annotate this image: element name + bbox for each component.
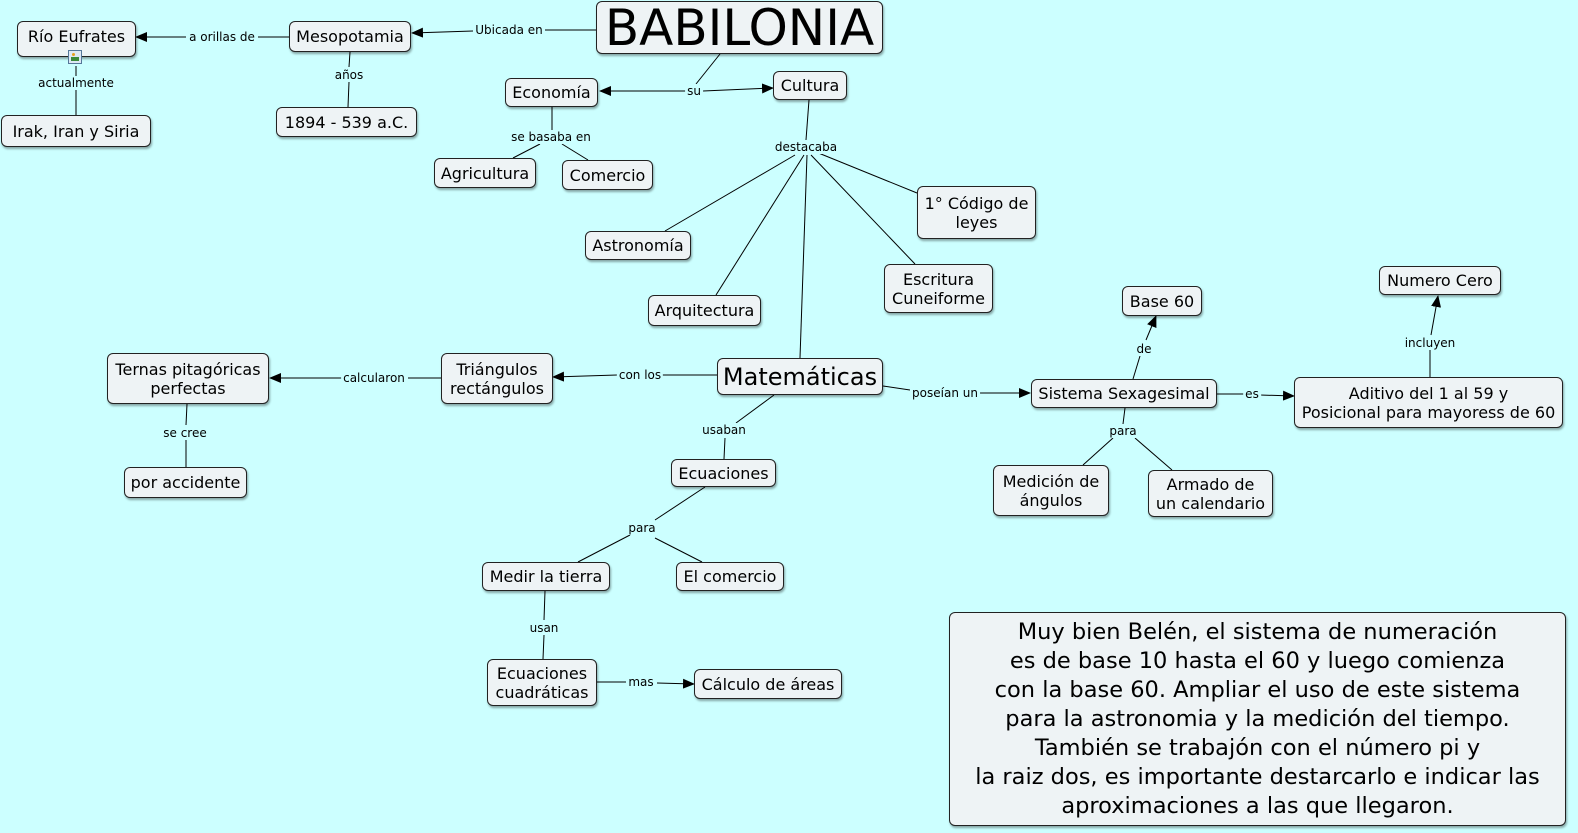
link-label-anos: años xyxy=(332,68,366,82)
node-irak-iran-siria[interactable]: Irak, Iran y Siria xyxy=(1,115,151,147)
node-medicion-angulos[interactable]: Medición de ángulos xyxy=(993,465,1109,516)
arrow-to-aditivo xyxy=(1259,390,1295,401)
link-label-destacaba: destacaba xyxy=(772,140,840,154)
link-para-elcomercio xyxy=(654,537,703,563)
link-medir-usan xyxy=(543,590,546,621)
link-basaba-agricultura xyxy=(512,143,541,159)
image-attachment-icon[interactable] xyxy=(68,50,82,64)
node-ecuaciones[interactable]: Ecuaciones xyxy=(671,459,776,487)
node-rio-eufrates-label: Río Eufrates xyxy=(27,26,126,46)
node-comercio[interactable]: Comercio xyxy=(562,160,653,190)
node-base-60[interactable]: Base 60 xyxy=(1122,286,1202,316)
node-triangulos-rectangulos[interactable]: Triángulos rectángulos xyxy=(441,353,553,404)
link-label-es: es xyxy=(1243,387,1261,401)
node-arquitectura[interactable]: Arquitectura xyxy=(648,295,761,326)
link-label-ubicada-en: Ubicada en xyxy=(473,23,545,37)
link-anos-valor xyxy=(347,81,350,108)
teacher-note[interactable]: Muy bien Belén, el sistema de numeración… xyxy=(949,612,1566,826)
link-para-medir xyxy=(577,534,631,563)
node-agricultura[interactable]: Agricultura xyxy=(434,158,536,188)
node-calculo-de-areas[interactable]: Cálculo de áreas xyxy=(694,669,842,699)
link-destacaba-codigo xyxy=(815,151,918,194)
link-destacaba-escritura xyxy=(810,154,916,265)
link-label-su: su xyxy=(685,84,703,98)
node-aditivo-posicional[interactable]: Aditivo del 1 al 59 y Posicional para ma… xyxy=(1294,377,1563,428)
link-label-se-basaba-en: se basaba en xyxy=(509,130,593,144)
node-ternas-pitagoricas[interactable]: Ternas pitagóricas perfectas xyxy=(107,353,269,404)
link-label-con-los: con los xyxy=(616,368,664,382)
link-destacaba-arquitectura xyxy=(715,154,805,296)
node-armado-calendario[interactable]: Armado de un calendario xyxy=(1148,470,1273,517)
node-por-accidente[interactable]: por accidente xyxy=(124,467,247,498)
link-label-de: de xyxy=(1134,342,1154,356)
node-escritura-cuneiforme[interactable]: Escritura Cuneiforme xyxy=(884,264,993,313)
node-numero-cero[interactable]: Numero Cero xyxy=(1379,266,1501,295)
link-sistema-de xyxy=(1132,355,1141,380)
link-label-para-ecuaciones: para xyxy=(626,521,658,535)
node-economia[interactable]: Economía xyxy=(505,78,598,107)
link-mesopotamia-anos xyxy=(348,51,351,68)
link-cultura-destacaba xyxy=(805,99,810,141)
node-mesopotamia[interactable]: Mesopotamia xyxy=(289,21,411,52)
link-label-usan: usan xyxy=(527,621,561,635)
node-medir-la-tierra[interactable]: Medir la tierra xyxy=(482,562,610,591)
link-label-a-orillas-de: a orillas de xyxy=(187,30,257,44)
link-label-poseian-un: poseían un xyxy=(910,386,980,400)
link-label-usaban: usaban xyxy=(700,423,748,437)
link-babilonia-su xyxy=(695,53,721,85)
arrow-to-base60 xyxy=(1145,315,1157,341)
link-label-se-cree: se cree xyxy=(161,426,209,440)
node-sistema-sexagesimal[interactable]: Sistema Sexagesimal xyxy=(1031,379,1217,408)
arrow-to-cultura xyxy=(702,83,774,94)
link-destacaba-astronomia xyxy=(664,154,796,232)
node-anos-valor[interactable]: 1894 - 539 a.C. xyxy=(276,107,417,137)
arrow-to-triangulos xyxy=(552,371,618,382)
link-basaba-comercio xyxy=(561,143,589,161)
link-destacaba-matematicas xyxy=(799,154,808,359)
node-matematicas[interactable]: Matemáticas xyxy=(717,358,883,395)
node-cultura[interactable]: Cultura xyxy=(773,71,847,100)
node-ecuaciones-cuadraticas[interactable]: Ecuaciones cuadráticas xyxy=(487,659,597,706)
node-astronomia[interactable]: Astronomía xyxy=(585,231,691,260)
arrow-to-mesopotamia xyxy=(411,27,474,38)
link-usan-cuadraticas xyxy=(542,634,545,660)
link-label-incluyen: incluyen xyxy=(1402,336,1458,350)
link-para-armado xyxy=(1134,437,1173,471)
link-matematicas-usaban xyxy=(735,394,775,424)
link-sistema-para xyxy=(1122,407,1126,425)
node-codigo-leyes[interactable]: 1° Código de leyes xyxy=(917,186,1036,239)
arrow-to-calculo xyxy=(656,678,695,689)
node-babilonia[interactable]: BABILONIA xyxy=(596,1,883,54)
link-para-medicion xyxy=(1082,437,1114,466)
arrow-to-numerocero xyxy=(1430,295,1441,336)
link-matematicas-poseian xyxy=(882,385,911,391)
link-label-para-sistema: para xyxy=(1107,424,1139,438)
node-el-comercio[interactable]: El comercio xyxy=(676,562,784,591)
link-label-actualmente: actualmente xyxy=(36,76,116,90)
link-usaban-ecuaciones xyxy=(723,437,726,460)
link-label-calcularon: calcularon xyxy=(341,371,407,385)
link-label-mas: mas xyxy=(626,675,656,689)
link-ecuaciones-para xyxy=(654,486,706,521)
link-ternas-secree xyxy=(185,403,188,426)
